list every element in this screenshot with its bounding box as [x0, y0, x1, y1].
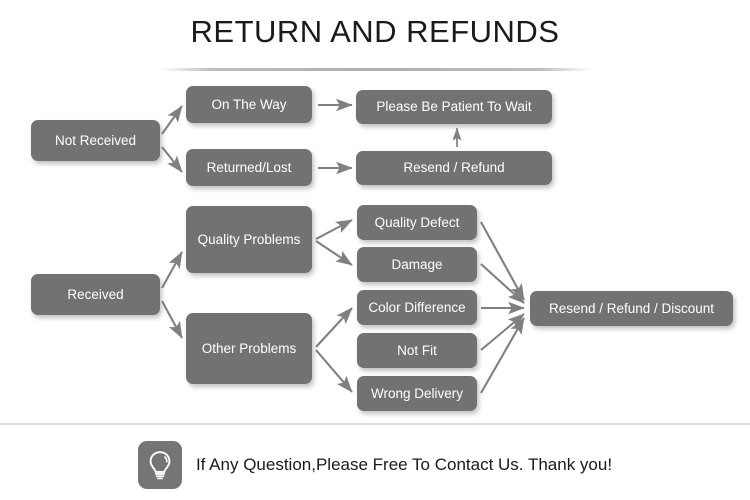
node-damage[interactable]: Damage — [357, 247, 477, 282]
edge-damage-final — [480, 263, 525, 304]
node-returned-lost[interactable]: Returned/Lost — [186, 149, 312, 186]
node-not-received[interactable]: Not Received — [31, 120, 160, 161]
edge-other-problems-color-difference — [315, 307, 353, 348]
edge-other-problems-wrong-delivery — [315, 349, 353, 393]
node-color-difference[interactable]: Color Difference — [357, 290, 477, 325]
node-received[interactable]: Received — [31, 274, 160, 315]
node-please-be-patient-to-wait[interactable]: Please Be Patient To Wait — [356, 90, 552, 124]
edge-not-received-on-the-way — [161, 105, 183, 135]
lightbulb-icon — [137, 441, 182, 489]
node-resend-refund[interactable]: Resend / Refund — [356, 151, 552, 185]
node-quality-defect[interactable]: Quality Defect — [357, 205, 477, 240]
node-quality-problems[interactable]: Quality Problems — [186, 206, 312, 273]
edge-received-other-problems — [161, 300, 183, 339]
edge-received-quality-problems — [161, 251, 183, 289]
node-other-problems[interactable]: Other Problems — [186, 313, 312, 384]
node-resend-refund-discount[interactable]: Resend / Refund / Discount — [530, 291, 733, 326]
edge-quality-problems-quality-defect — [315, 219, 353, 240]
footer-divider — [0, 423, 750, 425]
footer-bar: If Any Question,Please Free To Contact U… — [0, 430, 750, 500]
edge-wrong-delivery-final — [480, 317, 525, 394]
page-title: RETURN AND REFUNDS — [190, 14, 560, 49]
edge-not-received-returned-lost — [161, 146, 183, 173]
node-not-fit[interactable]: Not Fit — [357, 333, 477, 368]
title-divider — [160, 68, 592, 71]
node-on-the-way[interactable]: On The Way — [186, 86, 312, 123]
edge-quality-problems-damage — [315, 240, 353, 266]
edge-not-fit-final — [480, 313, 525, 351]
node-wrong-delivery[interactable]: Wrong Delivery — [357, 376, 477, 411]
edge-quality-defect-final — [480, 221, 525, 301]
footer-message: If Any Question,Please Free To Contact U… — [195, 455, 613, 474]
